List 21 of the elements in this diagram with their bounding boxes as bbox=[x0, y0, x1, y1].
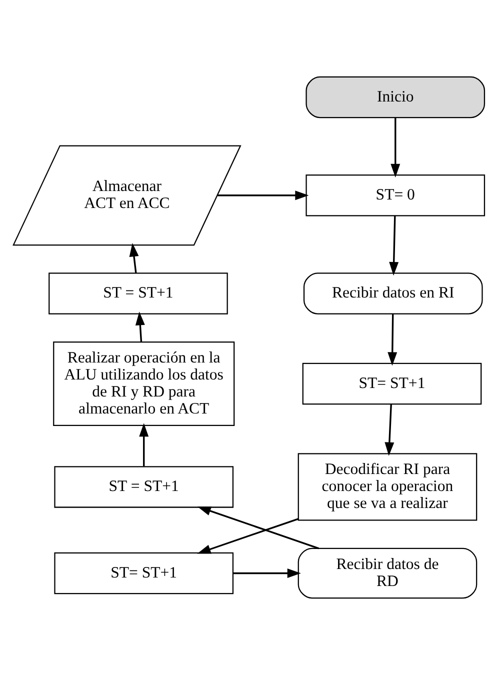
arrow bbox=[134, 312, 144, 342]
arrow bbox=[138, 423, 148, 466]
arrow bbox=[217, 190, 308, 200]
node-box: ST= ST+1 bbox=[302, 362, 482, 405]
node-box: ST = ST+1 bbox=[48, 272, 228, 314]
node-box: Recibir datos de RD bbox=[297, 548, 477, 599]
node-box: ST= ST+1 bbox=[54, 552, 234, 594]
arrow bbox=[232, 568, 300, 578]
node-box: Recibir datos en RI bbox=[302, 272, 482, 314]
arrow bbox=[196, 506, 319, 550]
node-box: ST= 0 bbox=[305, 174, 485, 216]
arrow bbox=[128, 243, 138, 274]
arrow bbox=[196, 518, 298, 554]
node-box: ST = ST+1 bbox=[54, 466, 234, 508]
node-box: Realizar operación en la ALU utilizando los datos de RI y RD para almacenarlo en ACT bbox=[52, 341, 234, 426]
arrow bbox=[390, 118, 400, 178]
node-box: Decodificar RI para conocer la operacion que se va a realizar bbox=[297, 453, 477, 521]
arrow bbox=[388, 216, 398, 276]
arrow bbox=[384, 404, 394, 456]
arrow bbox=[387, 314, 397, 366]
node-box: Inicio bbox=[305, 76, 485, 118]
